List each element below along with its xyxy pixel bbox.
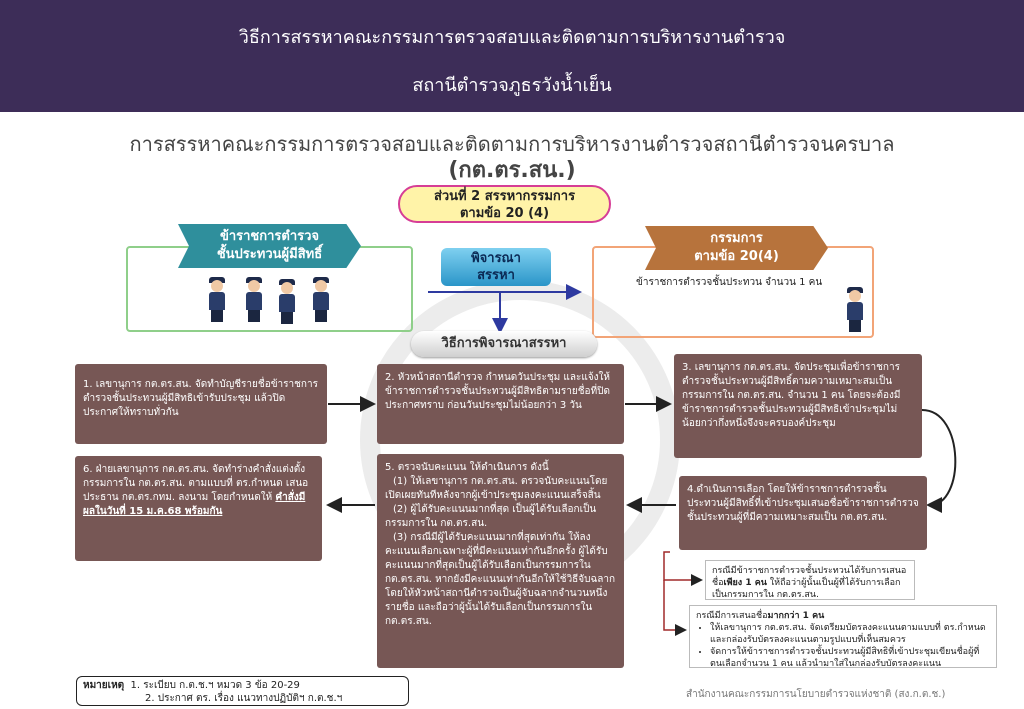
consider-line1: พิจารณา	[471, 251, 521, 266]
footnote-line2: 2. ประกาศ ตร. เรื่อง แนวทางปฏิบัติฯ ก.ต.…	[145, 693, 343, 704]
step-6-text: 6. ฝ่ายเลขานุการ กต.ตร.สน. จัดทำร่างคำสั…	[83, 464, 309, 503]
note2-item-2: จัดการให้ข้าราชการตำรวจชั้นประทวนผู้มีสิ…	[710, 646, 990, 670]
ribbon-right-line1: กรรมการ	[710, 231, 763, 246]
eligible-officers-ribbon: ข้าราชการตำรวจ ชั้นประทวนผู้มีสิทธิ์	[178, 224, 361, 268]
step-2: 2. หัวหน้าสถานีตำรวจ กำหนดวันประชุม และแ…	[377, 364, 624, 444]
step-5: 5. ตรวจนับคะแนน ให้ดำเนินการ ดังนี้ (1) …	[377, 454, 624, 668]
police-figure-icon	[846, 287, 864, 334]
police-figure-icon	[312, 277, 330, 324]
footnote-line1: 1. ระเบียบ ก.ต.ช.ฯ หมวด 3 ข้อ 20-29	[130, 680, 300, 691]
part-line1: ส่วนที่ 2 สรรหากรรมการ	[433, 189, 576, 204]
step-5-item-2: (2) ผู้ได้รับคะแนนมากที่สุด เป็นผู้ได้รั…	[385, 504, 597, 529]
note2-head-b: มากกว่า 1 คน	[767, 611, 825, 621]
step-5-item-1: (1) ให้เลขานุการ กต.ตร.สน. ตรวจนับคะแนนโ…	[385, 476, 608, 501]
police-figure-icon	[278, 279, 296, 326]
step-5-item-3: (3) กรณีมีผู้ได้รับคะแนนมากที่สุดเท่ากัน…	[385, 532, 616, 627]
arrow-3-4	[921, 409, 957, 513]
part-line2: ตามข้อ 20 (4)	[459, 206, 550, 221]
step-4: 4.ดำเนินการเลือก โดยให้ข้าราชการตำรวจชั้…	[679, 476, 927, 550]
police-figure-icon	[245, 277, 263, 324]
header-banner: วิธีการสรรหาคณะกรรมการตรวจสอบและติดตามกา…	[0, 0, 1024, 112]
header-title: วิธีการสรรหาคณะกรรมการตรวจสอบและติดตามกา…	[238, 27, 786, 48]
note1-text-c: ให้ถือว่าผู้นั้นเป็นผู้ที่ได้รับการเลือก…	[712, 578, 901, 600]
step-6: 6. ฝ่ายเลขานุการ กต.ตร.สน. จัดทำร่างคำสั…	[75, 456, 322, 561]
footnote-box: หมายเหตุ 1. ระเบียบ ก.ต.ช.ฯ หมวด 3 ข้อ 2…	[76, 676, 409, 706]
note2-item-1: ให้เลขานุการ กต.ตร.สน. จัดเตรียมบัตรลงคะ…	[710, 622, 990, 646]
note1-text-b: เพียง 1 คน	[723, 578, 767, 588]
police-figure-icon	[208, 277, 226, 324]
consider-badge: พิจารณา สรรหา	[441, 248, 551, 286]
header-subtitle: สถานีตำรวจภูธรวังน้ำเย็น	[412, 75, 612, 96]
note-single-nominee: กรณีมีข้าราชการตำรวจชั้นประทวนได้รับการเ…	[705, 560, 915, 600]
agency-credit: สำนักงานคณะกรรมการนโยบายตำรวจแห่งชาติ (ส…	[686, 689, 946, 700]
page-title-abbr: (กต.ตร.สน.)	[448, 158, 576, 183]
committee-ribbon: กรรมการ ตามข้อ 20(4)	[645, 226, 828, 270]
note2-head-a: กรณีมีการเสนอชื่อ	[696, 611, 768, 621]
ribbon-left-line1: ข้าราชการตำรวจ	[219, 229, 320, 244]
committee-count: ข้าราชการตำรวจชั้นประทวน จำนวน 1 คน	[636, 277, 823, 288]
step-3: 3. เลขานุการ กต.ตร.สน. จัดประชุมเพื่อข้า…	[674, 354, 922, 458]
part-badge: ส่วนที่ 2 สรรหากรรมการ ตามข้อ 20 (4)	[398, 185, 611, 223]
consider-line2: สรรหา	[477, 268, 515, 283]
step-1: 1. เลขานุการ กต.ตร.สน. จัดทำบัญชีรายชื่อ…	[75, 364, 327, 444]
page-title: การสรรหาคณะกรรมการตรวจสอบและติดตามการบริ…	[129, 132, 895, 156]
step-5-heading: 5. ตรวจนับคะแนน ให้ดำเนินการ ดังนี้	[385, 462, 549, 473]
note-multiple-nominees: กรณีมีการเสนอชื่อมากกว่า 1 คน ให้เลขานุก…	[689, 605, 997, 670]
method-title: วิธีการพิจารณาสรรหา	[411, 331, 597, 357]
step-6-effective-date: คำสั่งมีผลในวันที่ 15 ม.ค.68 พร้อมกัน	[83, 492, 306, 517]
note1-text-a: กรณีมีข้าราชการตำรวจชั้นประทวนได้รับการเ…	[712, 566, 907, 588]
ribbon-right-line2: ตามข้อ 20(4)	[694, 249, 779, 264]
footnote-label: หมายเหตุ	[83, 680, 125, 691]
connector-note2	[663, 580, 687, 636]
ribbon-left-line2: ชั้นประทวนผู้มีสิทธิ์	[216, 247, 323, 262]
connector-note1	[663, 551, 703, 586]
